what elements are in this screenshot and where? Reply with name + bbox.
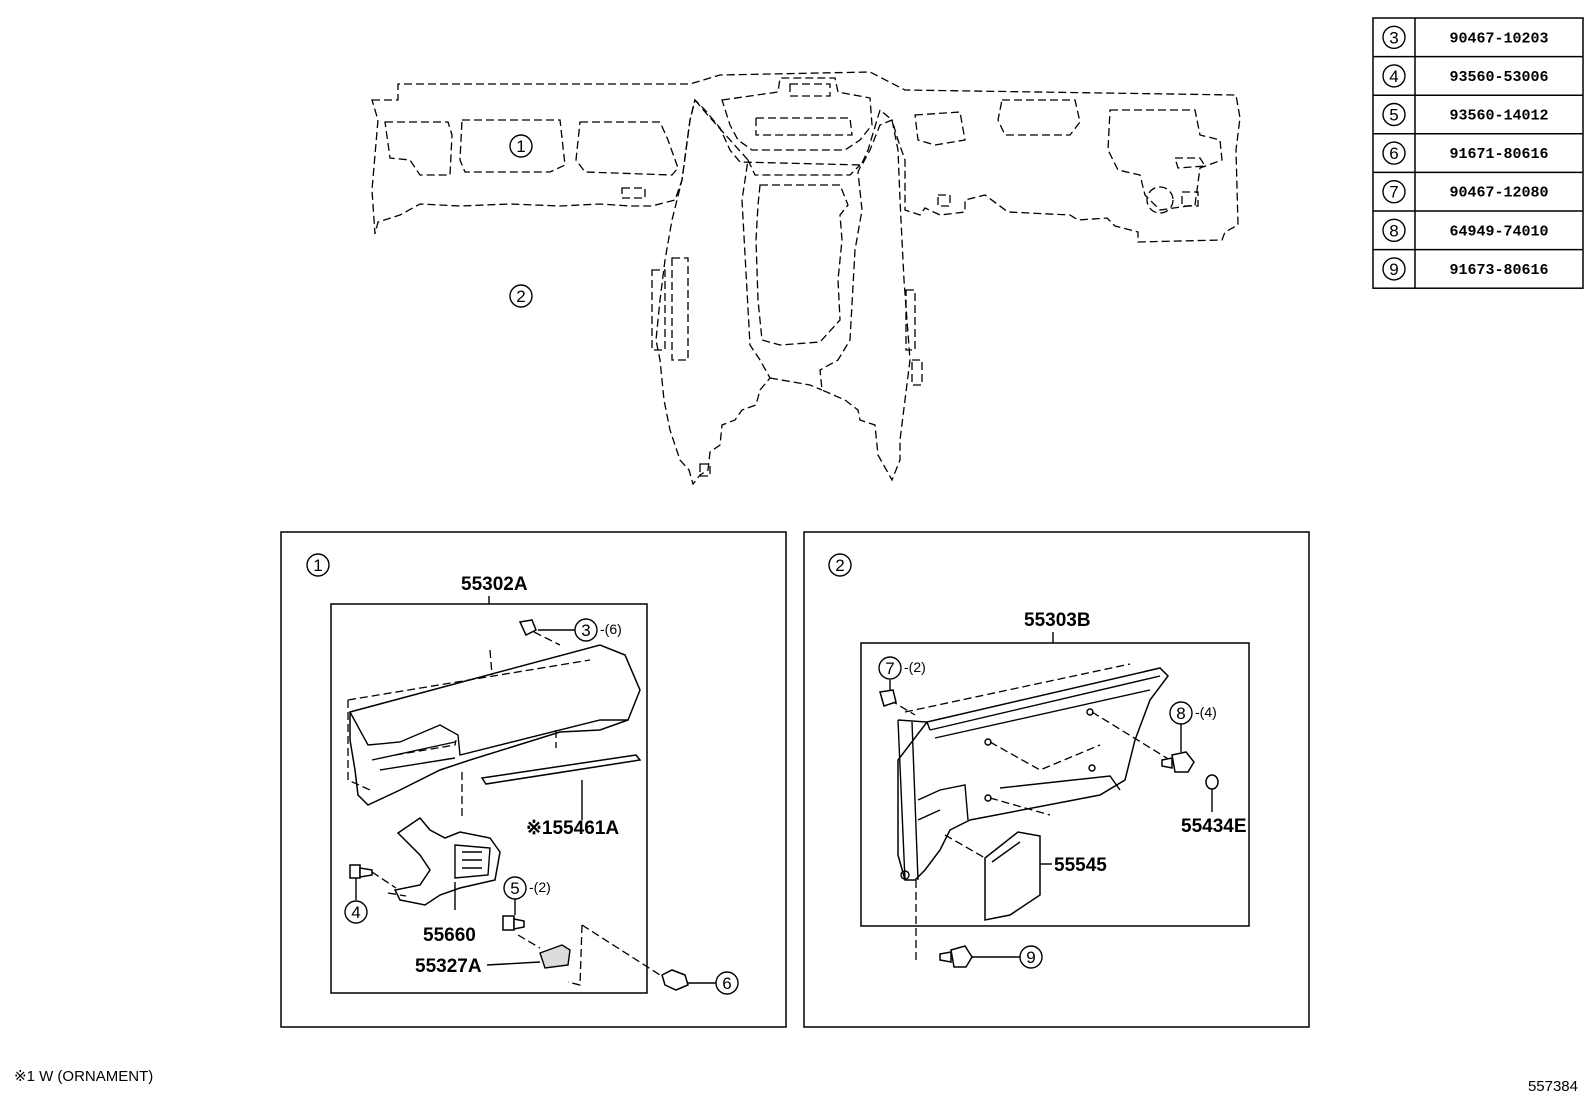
callout-5: 5 -(2) [503, 876, 551, 900]
diagram-id: 557384 [1528, 1078, 1578, 1095]
svg-text:8: 8 [1176, 704, 1185, 723]
svg-text:3: 3 [581, 621, 590, 640]
lower-panel [889, 663, 1171, 960]
parts-table-part-number: 93560-14012 [1449, 108, 1548, 125]
parts-table-ref-circle [1382, 64, 1406, 88]
svg-text:2: 2 [835, 556, 844, 575]
overview-callout-2: 2 [509, 284, 533, 308]
bolt-9-icon [939, 945, 1020, 968]
parts-table-part-number: 90467-12080 [1449, 185, 1548, 202]
bolt-6-icon [661, 969, 716, 991]
parts-table-part-number: 64949-74010 [1449, 223, 1548, 240]
parts-table-ref-circle [1382, 218, 1406, 243]
parts-table-ref-circle [1382, 179, 1406, 204]
label-55545: 55545 [1054, 855, 1107, 876]
clip-3-icon [518, 619, 575, 646]
parts-table-part-number: 91673-80616 [1449, 262, 1548, 279]
svg-text:-(2): -(2) [904, 659, 926, 675]
svg-text:9: 9 [1026, 948, 1035, 967]
callout-7: 7 -(2) [878, 656, 926, 680]
parts-table-ref: 7 [1389, 183, 1398, 202]
overview-callout-1: 1 [509, 134, 533, 158]
parts-table-part-number: 90467-10203 [1449, 30, 1548, 47]
detail-1-callout: 1 [306, 553, 330, 577]
svg-text:-(4): -(4) [1195, 704, 1217, 720]
svg-text:7: 7 [885, 659, 894, 678]
parts-table-ref-circle [1382, 257, 1406, 281]
screw-4-icon [349, 864, 397, 900]
parts-table: 3 90467-10203 4 93560-53006 5 93560-14012 6 916… [1372, 17, 1584, 289]
detail-2-callout: 2 [828, 553, 852, 577]
svg-text:2: 2 [516, 287, 525, 306]
parts-table-ref-circle [1382, 141, 1406, 165]
parts-table-ref: 9 [1389, 260, 1398, 279]
parts-table-ref: 5 [1389, 106, 1398, 125]
clip-55434E [1205, 774, 1219, 812]
label-55303B: 55303B [1024, 610, 1091, 631]
svg-text:-(2): -(2) [529, 879, 551, 895]
parts-table-ref: 3 [1389, 28, 1398, 47]
overview-instrument-panel [371, 71, 1241, 486]
label-55660: 55660 [423, 925, 476, 946]
parts-table-ref-circle [1382, 25, 1406, 49]
svg-text:-(6): -(6) [600, 621, 622, 637]
parts-table-part-number: 93560-53006 [1449, 69, 1548, 86]
detail-panel-2: 2 55303B [803, 531, 1310, 1028]
parts-table-ref: 4 [1389, 67, 1398, 86]
svg-text:4: 4 [351, 903, 360, 922]
callout-6: 6 [715, 971, 739, 995]
bracket-55327A [486, 924, 661, 986]
ornament-strip [480, 754, 642, 820]
side-register [387, 816, 501, 910]
screw-5-icon [502, 899, 525, 931]
svg-text:1: 1 [516, 137, 525, 156]
svg-text:5: 5 [510, 879, 519, 898]
detail-panel-1: 1 55302A ※155461A [280, 531, 787, 1028]
clip-7-icon [879, 680, 897, 707]
label-55327A: 55327A [415, 956, 482, 977]
parts-table-ref: 8 [1389, 221, 1398, 240]
callout-3: 3 -(6) [574, 618, 622, 642]
svg-text:1: 1 [313, 556, 322, 575]
label-55434E: 55434E [1181, 816, 1247, 837]
parts-table-ref-circle [1382, 102, 1406, 127]
parts-table-frame [1372, 17, 1584, 289]
parts-table-part-number: 91671-80616 [1449, 146, 1548, 163]
glove-box-door [347, 644, 641, 818]
cover-55545 [944, 831, 1052, 921]
callout-4: 4 [344, 900, 368, 924]
footnote: ※1 W (ORNAMENT) [14, 1068, 153, 1085]
label-55461A: ※155461A [526, 818, 619, 839]
bolt-8-icon [1161, 724, 1195, 773]
parts-table-ref: 6 [1389, 144, 1398, 163]
svg-text:6: 6 [722, 974, 731, 993]
callout-8: 8 -(4) [1169, 701, 1217, 725]
label-55302A: 55302A [461, 574, 528, 595]
callout-9: 9 [1019, 945, 1043, 969]
